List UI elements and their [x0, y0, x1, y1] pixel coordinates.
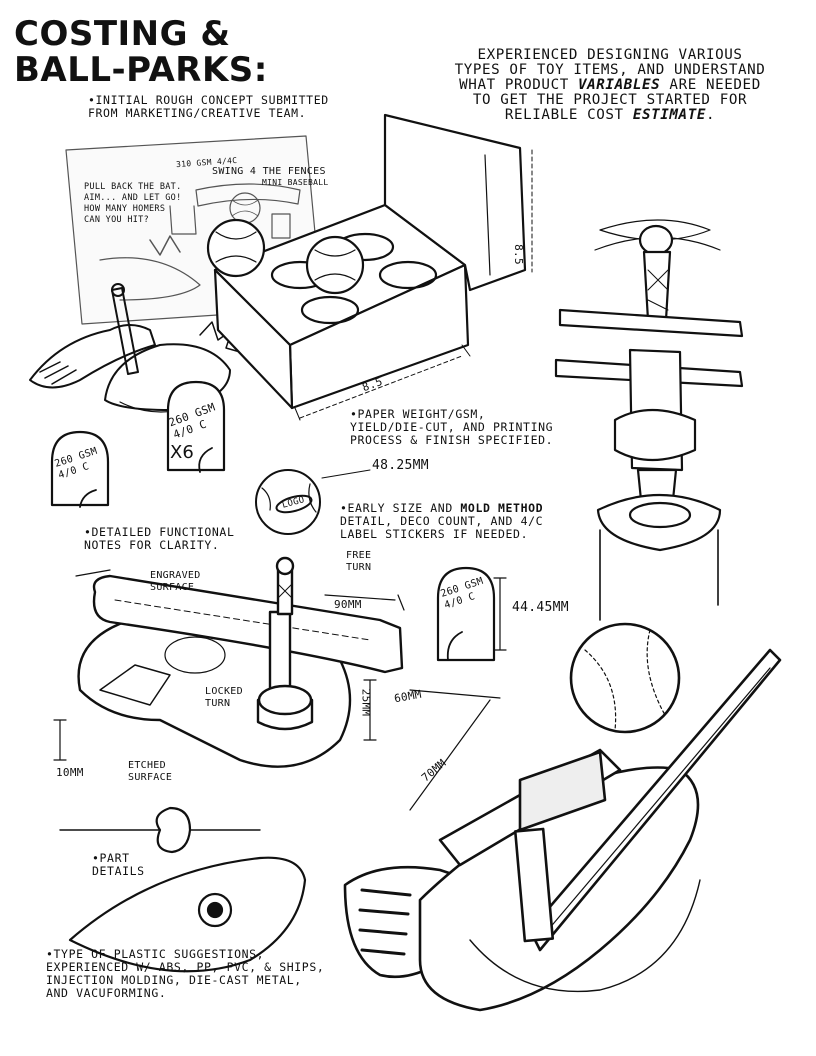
bat-base-top-view — [77, 556, 404, 768]
label-mini: MINI BASEBALL — [262, 178, 329, 187]
note-paper: •PAPER WEIGHT/GSM, YIELD/DIE-CUT, AND PR… — [350, 408, 553, 447]
note-line: •PART — [92, 851, 130, 865]
label-etched: ETCHED SURFACE — [128, 760, 172, 784]
page-title: COSTING & BALL-PARKS: — [14, 16, 268, 88]
label-engraved-line: SURFACE — [150, 582, 195, 593]
part-details-sketch — [59, 806, 307, 973]
label-engraved-line: ENGRAVED — [150, 570, 201, 581]
note-line: FROM MARKETING/CREATIVE TEAM. — [88, 106, 307, 120]
label-pull-line: CAN YOU HIT? — [84, 215, 150, 225]
note-line: •EARLY SIZE AND MOLD METHOD — [340, 502, 543, 515]
label-dim-85-side: 8.5 — [511, 244, 525, 265]
intro-line-4: TO GET THE PROJECT STARTED FOR — [472, 92, 748, 108]
title-line-2: BALL-PARKS: — [14, 50, 268, 90]
note-line: YIELD/DIE-CUT, AND PRINTING — [350, 420, 554, 434]
intro-text: ARE NEEDED — [660, 77, 761, 93]
label-engraved: ENGRAVED SURFACE — [150, 570, 201, 594]
intro-line-1: EXPERIENCED DESIGNING VARIOUS — [477, 47, 743, 63]
note-line: •DETAILED FUNCTIONAL — [84, 525, 235, 539]
note-line: DETAILS — [92, 864, 145, 878]
label-free-turn-line: FREE — [346, 550, 372, 561]
note-plastic: •TYPE OF PLASTIC SUGGESTIONS, EXPERIENCE… — [46, 948, 324, 1000]
note-line: INJECTION MOLDING, DIE-CAST METAL, — [46, 973, 302, 987]
intro-line-5: RELIABLE COST ESTIMATE. — [410, 108, 810, 123]
label-swing: SWING 4 THE FENCES — [212, 166, 326, 177]
intro-emphasis-estimate: ESTIMATE — [632, 107, 706, 123]
intro-emphasis-variables: VARIABLES — [578, 77, 661, 93]
note-line: •INITIAL ROUGH CONCEPT SUBMITTED — [88, 93, 329, 107]
note-line: AND VACUFORMING. — [46, 986, 167, 1000]
label-locked-line: LOCKED — [205, 686, 243, 697]
note-functional: •DETAILED FUNCTIONAL NOTES FOR CLARITY. — [84, 526, 234, 552]
label-pull-line: HOW MANY HOMERS — [84, 204, 166, 214]
note-emphasis-mold-method: MOLD METHOD — [460, 501, 544, 515]
header-card-c — [436, 566, 496, 662]
header-card-b — [50, 430, 110, 508]
label-10mm: 10MM — [56, 766, 84, 779]
dimension-lines — [53, 569, 507, 811]
label-pull-line: PULL BACK THE BAT. — [84, 182, 182, 192]
intro-text: RELIABLE COST — [504, 107, 633, 123]
label-90mm: 90MM — [334, 598, 362, 611]
note-part: •PART DETAILS — [92, 852, 145, 878]
header-card-a — [166, 380, 226, 473]
label-etched-line: ETCHED — [128, 760, 166, 771]
intro-line-3: WHAT PRODUCT VARIABLES ARE NEEDED — [410, 78, 810, 93]
label-x6: X6 — [170, 442, 194, 463]
label-free-turn-line: TURN — [346, 562, 372, 573]
label-ball-diameter: 48.25MM — [372, 458, 429, 473]
exploded-peg-view — [554, 219, 744, 621]
note-text: •EARLY SIZE AND — [340, 501, 461, 515]
label-locked-line: TURN — [205, 698, 231, 709]
intro-text: . — [705, 107, 716, 123]
note-line: •PAPER WEIGHT/GSM, — [350, 407, 486, 421]
launcher-toy — [343, 622, 782, 1012]
note-line: EXPERIENCED W/ ABS, PP, PVC, & SHIPS, — [46, 960, 325, 974]
logo-ball — [255, 469, 371, 535]
note-line: NOTES FOR CLARITY. — [84, 538, 220, 552]
label-25mm: 25MM — [359, 688, 373, 717]
note-line: •TYPE OF PLASTIC SUGGESTIONS, — [46, 947, 265, 961]
note-line: PROCESS & FINISH SPECIFIED. — [350, 433, 554, 447]
intro-paragraph: EXPERIENCED DESIGNING VARIOUS TYPES OF T… — [410, 48, 810, 123]
label-44mm: 44.45MM — [512, 600, 569, 615]
label-pull: PULL BACK THE BAT. AIM... AND LET GO! HO… — [84, 182, 182, 226]
note-mold: •EARLY SIZE AND MOLD METHOD DETAIL, DECO… — [340, 502, 543, 541]
intro-text: WHAT PRODUCT — [459, 77, 578, 93]
label-pull-line: AIM... AND LET GO! — [84, 193, 182, 203]
note-line: LABEL STICKERS IF NEEDED. — [340, 527, 529, 541]
display-box — [206, 113, 533, 421]
label-etched-line: SURFACE — [128, 772, 173, 783]
label-free-turn: FREE TURN — [346, 550, 371, 574]
note-line: DETAIL, DECO COUNT, AND 4/C — [340, 514, 544, 528]
label-locked: LOCKED TURN — [205, 686, 243, 710]
title-line-1: COSTING & — [14, 14, 231, 54]
intro-line-2: TYPES OF TOY ITEMS, AND UNDERSTAND — [454, 62, 766, 78]
note-concept: •INITIAL ROUGH CONCEPT SUBMITTED FROM MA… — [88, 94, 329, 120]
